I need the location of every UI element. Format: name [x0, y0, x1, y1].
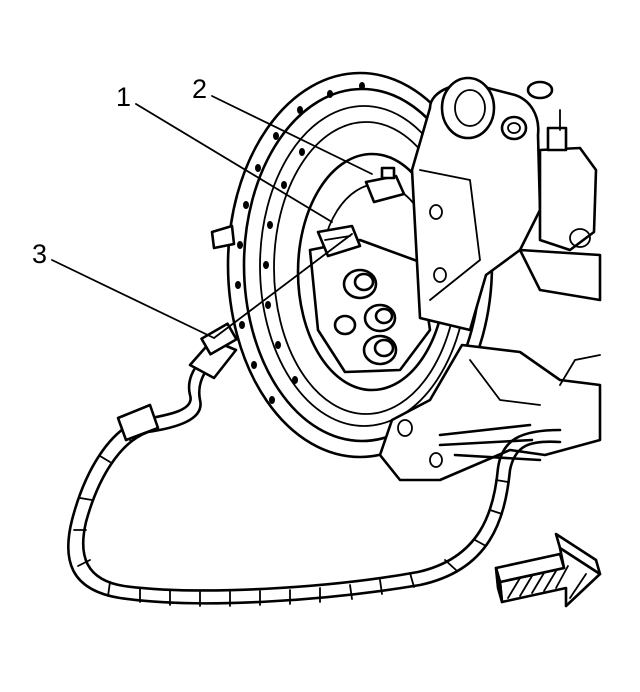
callout-3-leader-b [213, 233, 353, 339]
callout-1-leader [135, 103, 333, 223]
wheel-hub [308, 238, 432, 374]
callout-2-label: 2 [192, 74, 207, 104]
forward-arrow-icon [494, 532, 602, 608]
rotor-drill-holes [235, 82, 365, 404]
wheel-speed-sensor [316, 224, 362, 258]
sensor-connector [364, 166, 406, 204]
caliper-assembly [518, 80, 602, 302]
hub-nut-upper [342, 268, 378, 300]
callout-1-label: 1 [116, 82, 131, 112]
callout-3-label: 3 [32, 239, 47, 269]
sensor-cable [66, 322, 562, 607]
suspension-bracket [410, 76, 542, 332]
callout-leaders [51, 95, 373, 339]
hub-nut-middle [363, 303, 397, 333]
callout-3-leader [51, 259, 215, 339]
hub-nut-lower [362, 334, 398, 366]
callout-2-leader [211, 95, 373, 175]
lower-control-arm [378, 343, 602, 482]
cable-segment-ticks [73, 429, 509, 607]
